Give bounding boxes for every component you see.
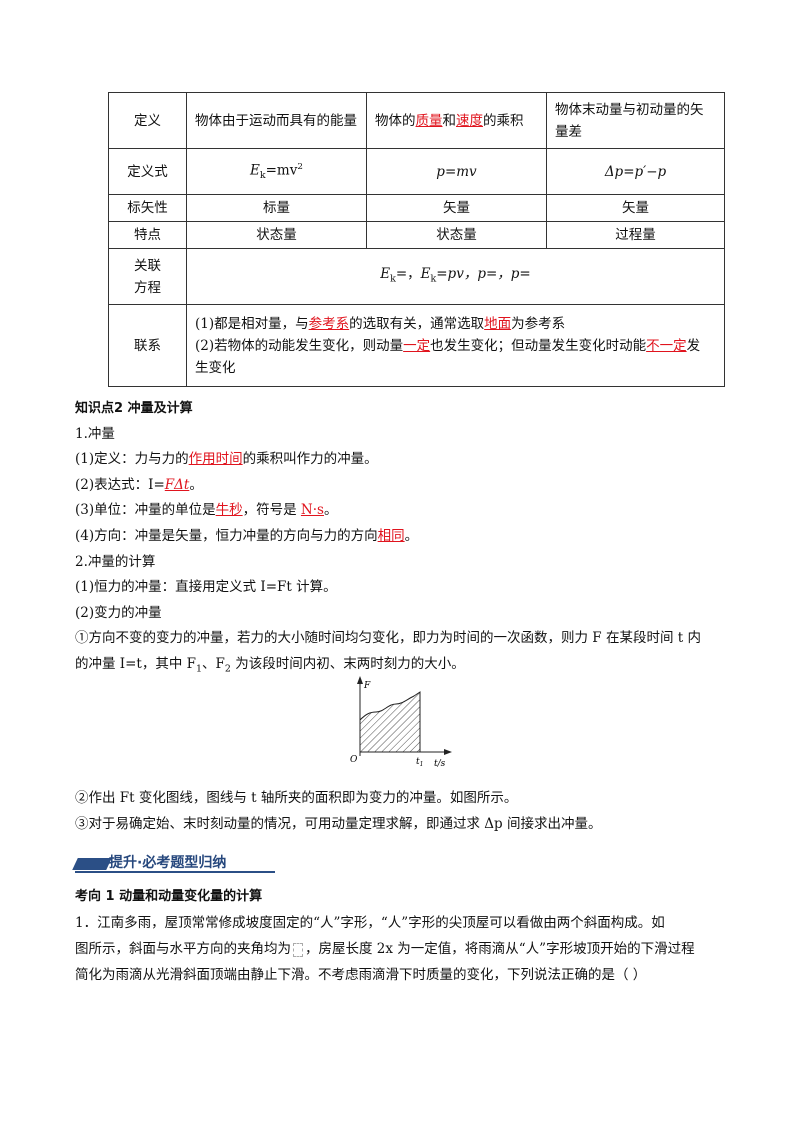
cell-formula-ek: Ek=mv2: [186, 148, 367, 195]
question-line: 1．江南多雨，屋顶常常修成坡度固定的“人”字形，“人”字形的尖顶屋可以看做由两个…: [75, 915, 665, 931]
cell-formula-dp: Δp=p′−p: [546, 148, 725, 195]
row-scalar-vector: 标矢性 标量 矢量 矢量: [108, 194, 725, 222]
cell-kinetic-energy: 物体由于运动而具有的能量: [186, 92, 367, 149]
shaded-area: [359, 691, 421, 753]
section-banner: 提升·必考题型归纳: [72, 852, 735, 874]
row-formula: 定义式 Ek=mv2 p=mv Δp=p′−p: [108, 148, 725, 195]
question-line: 图所示，斜面与水平方向的夹角均为，房屋长度 2x 为一定值，将雨滴从“人”字形坡…: [75, 941, 695, 957]
paragraph: (4)方向：冲量是矢量，恒力冲量的方向与力的方向相同。: [75, 527, 419, 544]
y-axis-arrow: [357, 676, 363, 684]
banner-title: 提升·必考题型归纳: [109, 855, 227, 871]
cell: 状态量: [366, 221, 547, 249]
row-header: 标矢性: [108, 194, 187, 222]
row-header: 关联方程: [108, 248, 187, 305]
paragraph: (3)单位：冲量的单位是牛秒，符号是 N·s。: [75, 502, 338, 519]
question-section: 考向 1 动量和动量变化量的计算 1．江南多雨，屋顶常常修成坡度固定的“人”字形…: [75, 884, 735, 988]
row-header: 特点: [108, 221, 187, 249]
origin-label: O: [350, 755, 358, 765]
cell: 矢量: [366, 194, 547, 222]
paragraph: (1)恒力的冲量：直接用定义式 I=Ft 计算。: [75, 579, 337, 596]
cell: 过程量: [546, 221, 725, 249]
cell: 矢量: [546, 194, 725, 222]
cell: 状态量: [186, 221, 367, 249]
cell-momentum-change: 物体末动量与初动量的矢量差: [546, 92, 725, 149]
x-axis-label: t/s: [434, 759, 446, 769]
cell-relation-equations: Ek=，Ek=pv，p=，p=: [186, 248, 725, 305]
row-header: 联系: [108, 304, 187, 387]
row-feature: 特点 状态量 状态量 过程量: [108, 221, 725, 249]
paragraph: ③对于易确定始、末时刻动量的情况，可用动量定理求解，即通过求 Δp 间接求出冲量…: [75, 815, 602, 832]
row-header: 定义: [108, 92, 187, 149]
x-axis-arrow: [444, 749, 452, 755]
cell-connection: (1)都是相对量，与参考系的选取有关，通常选取地面为参考系 (2)若物体的动能发…: [186, 304, 725, 387]
paragraph: ①方向不变的变力的冲量，若力的大小随时间均匀变化，即力为时间的一次函数，则力 F…: [75, 630, 701, 647]
section-title: 知识点2 冲量及计算: [75, 401, 193, 416]
banner-bar: [72, 858, 112, 870]
row-connection: 联系 (1)都是相对量，与参考系的选取有关，通常选取地面为参考系 (2)若物体的…: [108, 304, 725, 387]
comparison-table: 定义 物体由于运动而具有的能量 物体的质量和速度的乘积 物体末动量与初动量的矢量…: [108, 92, 725, 387]
cell-momentum: 物体的质量和速度的乘积: [366, 92, 547, 149]
row-header: 定义式: [108, 148, 187, 195]
banner-underline: [75, 871, 275, 873]
t1-label: t1: [416, 757, 423, 768]
section-impulse: 知识点2 冲量及计算 1.冲量 (1)定义：力与力的作用时间的乘积叫作力的冲量。…: [75, 396, 735, 837]
paragraph: 的冲量 I=t，其中 F1、F2 为该段时间内初、末两时刻力的大小。: [75, 655, 465, 675]
missing-symbol-icon: [293, 942, 303, 957]
row-relation-equation: 关联方程 Ek=，Ek=pv，p=，p=: [108, 248, 725, 305]
row-definition: 定义 物体由于运动而具有的能量 物体的质量和速度的乘积 物体末动量与初动量的矢量…: [108, 92, 725, 149]
y-axis-label: F: [363, 681, 371, 691]
force-time-graph: F O t1 t/s: [350, 676, 452, 769]
paragraph: (2)表达式：I=FΔt。: [75, 476, 203, 493]
cell-formula-p: p=mv: [366, 148, 547, 195]
paragraph: (1)定义：力与力的作用时间的乘积叫作力的冲量。: [75, 451, 378, 468]
question-line: 简化为雨滴从光滑斜面顶端由静止下滑。不考虑雨滴滑下时质量的变化，下列说法正确的是…: [75, 967, 647, 983]
subheading: 2.冲量的计算: [75, 553, 156, 570]
cell: 标量: [186, 194, 367, 222]
paragraph: (2)变力的冲量: [75, 604, 162, 621]
subheading: 1.冲量: [75, 425, 115, 442]
paragraph: ②作出 Ft 变化图线，图线与 t 轴所夹的面积即为变力的冲量。如图所示。: [75, 790, 518, 807]
question-heading: 考向 1 动量和动量变化量的计算: [75, 889, 263, 904]
